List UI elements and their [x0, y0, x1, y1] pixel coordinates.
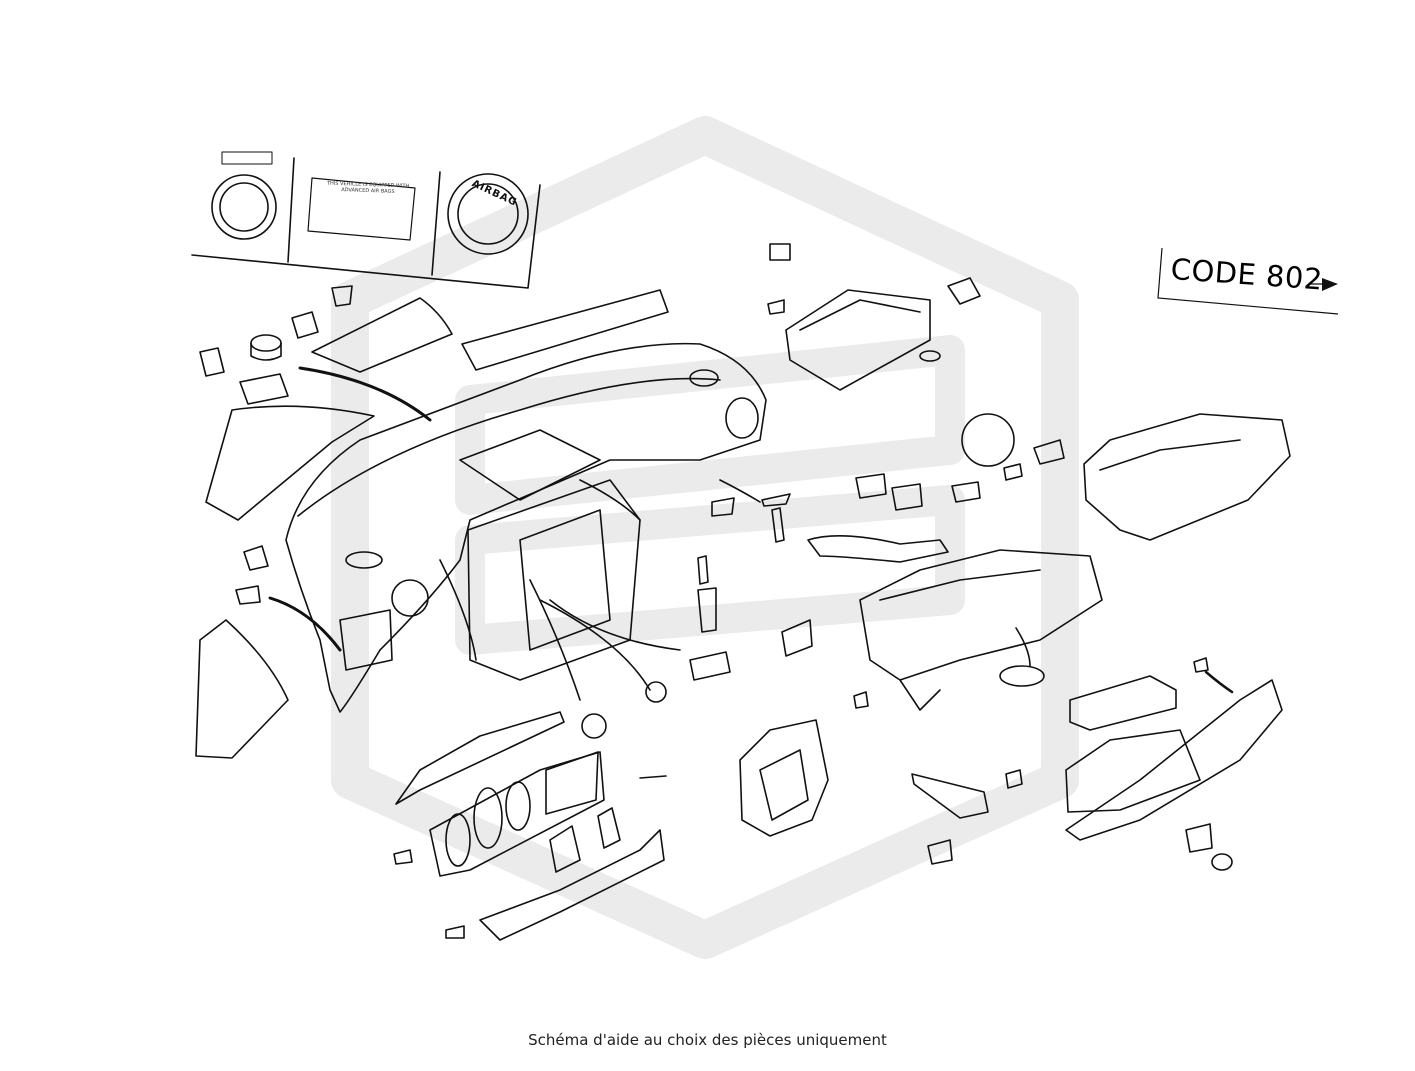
- air-duct: [807, 535, 949, 563]
- left-small-parts: [199, 285, 353, 405]
- airbag-sticker-circle-left: [211, 174, 277, 240]
- upper-left-trim: [205, 297, 453, 521]
- diagram-caption: Schéma d'aide au choix des pièces unique…: [528, 1031, 887, 1049]
- glovebox-bin: [1065, 729, 1201, 813]
- watermark-logo: [331, 116, 1079, 959]
- glovebox-housing: [859, 549, 1103, 711]
- instrument-cluster: [393, 681, 667, 941]
- arrow-left-end: [268, 596, 342, 652]
- glovebox-lid: [1065, 679, 1283, 841]
- airbag-stickers: [191, 151, 541, 289]
- center-console-bezel: [739, 719, 829, 837]
- top-defrost-cover: [461, 289, 669, 371]
- passenger-airbag-module: [785, 277, 981, 391]
- left-end-panel: [195, 619, 289, 759]
- ignition-cylinder: [911, 773, 989, 819]
- airbag-sticker-circle-right: [447, 173, 529, 255]
- arrow-to-dash-top: [298, 366, 432, 422]
- code-arrow-icon: [1322, 278, 1338, 291]
- upper-glovebox-unit: [1083, 413, 1291, 541]
